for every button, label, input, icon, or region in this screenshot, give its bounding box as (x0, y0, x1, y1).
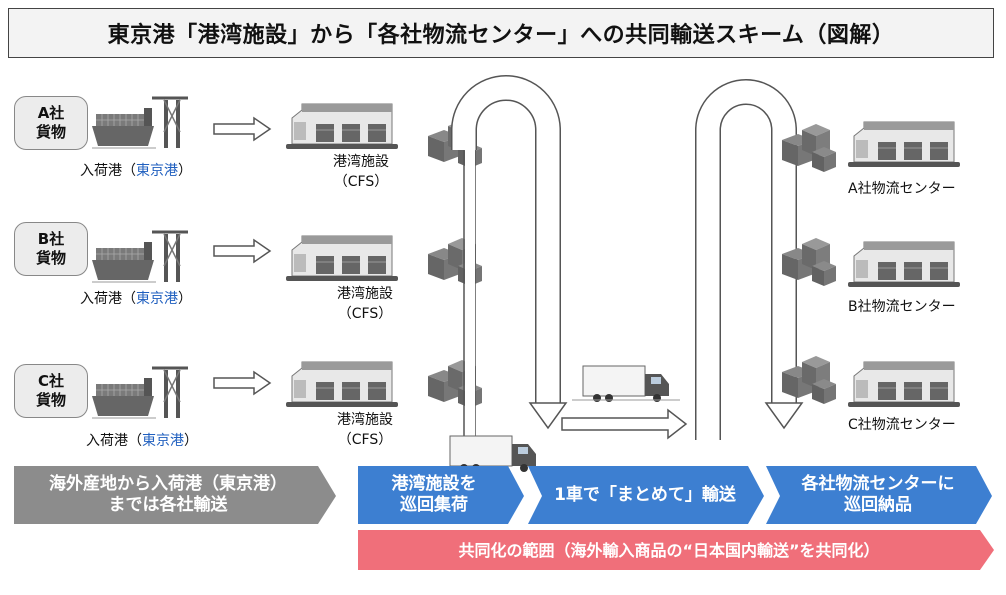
ship-icon-a (90, 96, 190, 150)
cargo-label-b: B社 貨物 (14, 222, 88, 276)
port-prefix: 入荷港（ (86, 433, 142, 449)
ship-icon-c (90, 366, 190, 420)
cargo-company: C社 (37, 372, 64, 390)
cargo-label-a: A社 貨物 (14, 96, 88, 150)
step-banner-pickup: 港湾施設を 巡回集荷 (358, 466, 510, 524)
step-banner-delivery: 各社物流センターに 巡回納品 (778, 466, 978, 524)
cfs-label-b: 港湾施設 （CFS） (320, 284, 410, 324)
warehouse-icon-center-b (847, 241, 961, 288)
step-text: 海外産地から入荷港（東京港） (49, 474, 287, 494)
port-name: 東京港 (136, 291, 178, 307)
step-text: 港湾施設を (391, 474, 477, 494)
step-banner-overseas: 海外産地から入荷港（東京港） までは各社輸送 (14, 466, 322, 524)
arrow-right-icon (213, 239, 271, 263)
cfs-label-a: 港湾施設 （CFS） (316, 152, 406, 192)
port-name: 東京港 (142, 433, 184, 449)
pickup-loop-arrow (452, 76, 560, 405)
warehouse-icon-center-c (847, 361, 961, 408)
warehouse-icon-cfs-c (285, 361, 399, 408)
center-label-a: A社物流センター (848, 181, 956, 197)
cfs-label-c: 港湾施設 （CFS） (320, 410, 410, 450)
cfs-abbrev: （CFS） (337, 306, 393, 322)
cfs-abbrev: （CFS） (333, 174, 389, 190)
step-banner-consolidated-shape (528, 466, 764, 524)
arrow-down-icon (764, 402, 804, 430)
cfs-name: 港湾施設 (333, 154, 389, 170)
cargo-word: 貨物 (35, 123, 66, 141)
port-suffix: ） (178, 291, 192, 307)
cargo-company: B社 (37, 230, 65, 248)
arrow-right-icon (213, 371, 271, 395)
truck-icon-consolidated (582, 365, 670, 403)
port-name: 東京港 (136, 163, 178, 179)
center-label-b: B社物流センター (848, 299, 956, 315)
cargo-company: A社 (37, 104, 65, 122)
cargo-word: 貨物 (35, 249, 66, 267)
pickup-loop-arrow-outline (451, 75, 561, 405)
step-banner-delivery-shape (766, 466, 992, 524)
ship-icon-b (90, 230, 190, 284)
step-text: 巡回集荷 (400, 495, 468, 515)
scope-banner-shape (358, 530, 994, 570)
cfs-abbrev: （CFS） (337, 432, 393, 448)
port-label-b: 入荷港（東京港） (80, 288, 192, 308)
arrow-down-icon (528, 402, 568, 430)
cargo-label-c: C社 貨物 (14, 364, 88, 418)
arrow-right-icon (213, 117, 271, 141)
cargo-word: 貨物 (35, 391, 66, 409)
port-label-c: 入荷港（東京港） (86, 430, 198, 450)
diagram-title: 東京港「港湾施設」から「各社物流センター」への共同輸送スキーム（図解） (8, 8, 994, 58)
port-prefix: 入荷港（ (80, 163, 136, 179)
cfs-name: 港湾施設 (337, 286, 393, 302)
step-banner-consolidated: 1車で「まとめて」輸送 (540, 466, 750, 524)
delivery-loop-arrow (696, 80, 796, 440)
warehouse-icon-cfs-a (285, 103, 399, 150)
step-text: 巡回納品 (844, 495, 912, 515)
scope-banner: 共同化の範囲（海外輸入商品の“日本国内輸送”を共同化） (458, 540, 880, 560)
arrow-right-icon (561, 408, 688, 440)
port-prefix: 入荷港（ (80, 291, 136, 307)
port-suffix: ） (178, 163, 192, 179)
center-label-c: C社物流センター (848, 417, 956, 433)
port-label-a: 入荷港（東京港） (80, 160, 192, 180)
warehouse-icon-center-a (847, 121, 961, 168)
step-banner-overseas-shape (14, 466, 336, 524)
step-text: 各社物流センターに (801, 474, 955, 494)
step-text: 1車で「まとめて」輸送 (554, 484, 736, 505)
step-text: までは各社輸送 (108, 495, 228, 515)
step-banner-pickup-shape (358, 466, 524, 524)
warehouse-icon-cfs-b (285, 235, 399, 282)
port-suffix: ） (184, 433, 198, 449)
cfs-name: 港湾施設 (337, 412, 393, 428)
